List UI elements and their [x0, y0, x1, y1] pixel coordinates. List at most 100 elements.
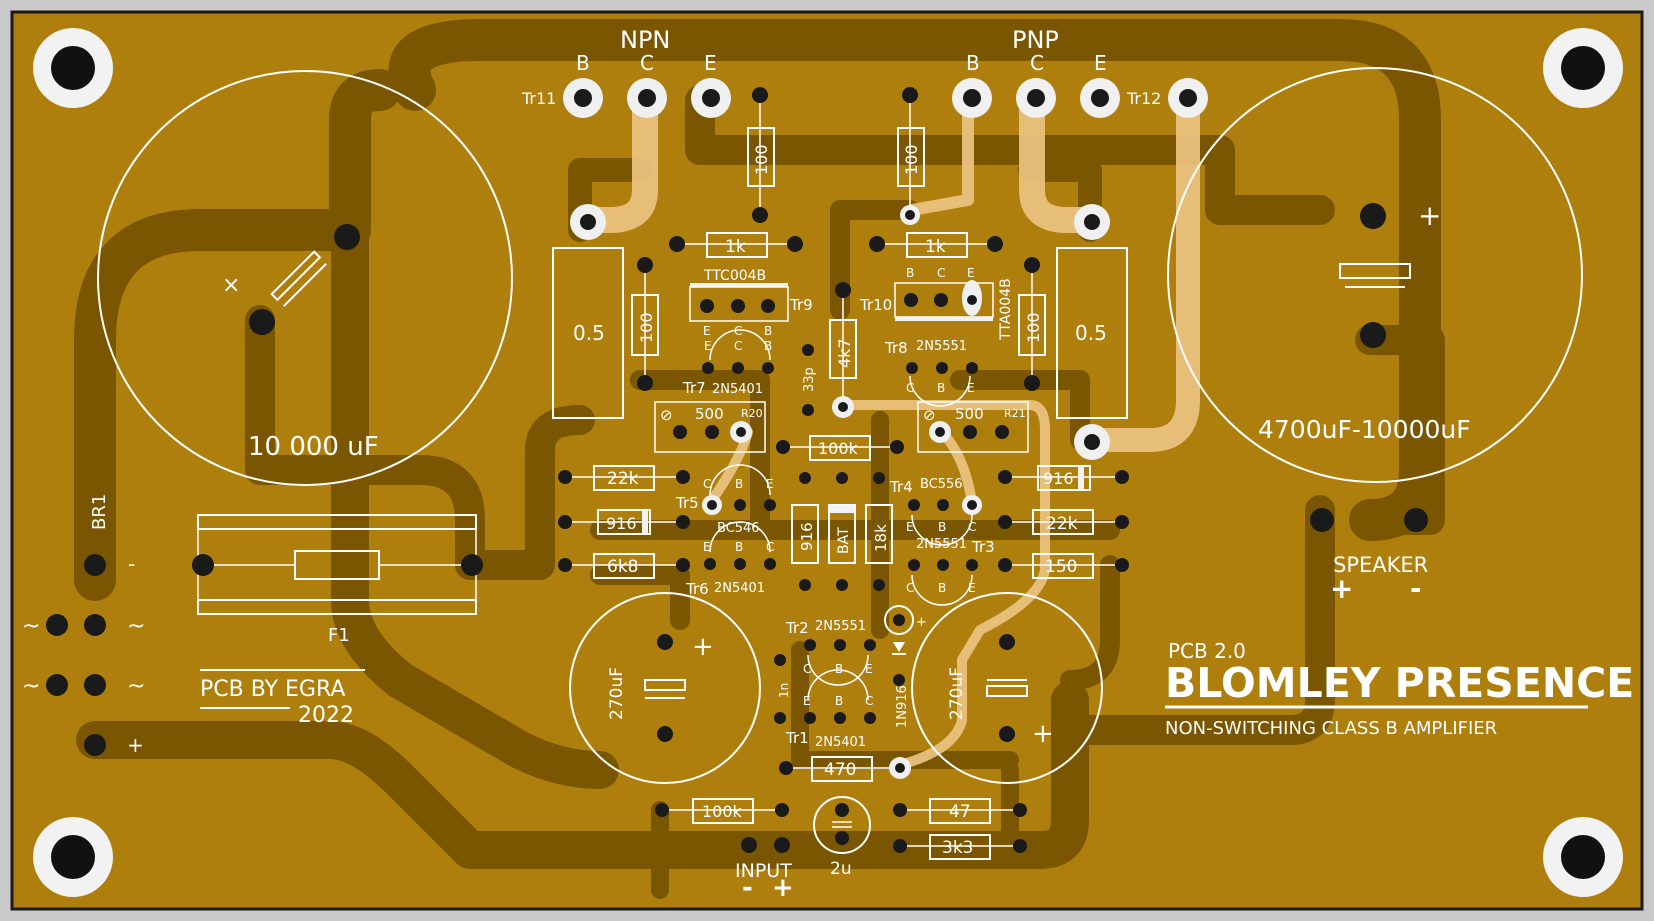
svg-text:270uF: 270uF [607, 667, 627, 720]
svg-text:+: + [772, 873, 794, 903]
svg-text:B: B [835, 662, 843, 676]
resistor-100-mid-left: 100 [631, 257, 659, 391]
svg-text:1n: 1n [777, 683, 791, 698]
svg-text:2u: 2u [830, 859, 852, 879]
npn-output-pads: NPN B C E Tr11 [521, 26, 731, 118]
resistor-22k-left: 22k [558, 465, 690, 491]
main-cap-left-label: 10 000 uF [248, 432, 379, 462]
svg-text:-: - [742, 873, 753, 903]
svg-text:R21: R21 [1004, 407, 1026, 420]
svg-text:B: B [938, 581, 946, 595]
br1-label: BR1 [89, 494, 110, 530]
svg-text:TTA004B: TTA004B [998, 278, 1014, 341]
svg-text:470: 470 [824, 760, 856, 780]
svg-text:E: E [803, 694, 811, 708]
resistor-100k-center: 100k [776, 435, 904, 461]
svg-text:E: E [704, 339, 712, 353]
svg-text:R20: R20 [741, 407, 763, 420]
svg-text:BC546: BC546 [717, 521, 760, 536]
svg-text:0.5: 0.5 [1075, 321, 1107, 345]
trimmer-r21: ⊘ 500 R21 [917, 401, 1029, 453]
svg-text:-: - [1410, 572, 1422, 605]
svg-text:B: B [938, 520, 946, 534]
emitter-resistor-right: 0.5 [1056, 204, 1128, 460]
svg-text:100k: 100k [818, 439, 859, 458]
svg-text:C: C [937, 266, 945, 280]
trimmer-r20: ⊘ 500 R20 [654, 401, 766, 453]
svg-text:Tr12: Tr12 [1126, 89, 1161, 108]
svg-text:×: × [222, 273, 240, 298]
capacitor-270uf-right: + 270uF [911, 592, 1103, 784]
board-version: PCB 2.0 [1168, 639, 1246, 663]
svg-text:B: B [906, 266, 914, 280]
svg-text:~: ~ [22, 674, 40, 699]
speaker-label: SPEAKER [1333, 553, 1428, 577]
capacitor-1n: 1n [774, 654, 791, 724]
credit-line2: 2022 [298, 703, 354, 728]
resistor-100k-input: 100k [655, 798, 789, 824]
svg-text:B: B [576, 51, 590, 75]
resistor-100-top-left: 100 [747, 87, 775, 223]
svg-text:C: C [766, 540, 774, 554]
svg-text:1N916: 1N916 [895, 685, 910, 728]
pnp-header: PNP [1012, 26, 1059, 54]
svg-text:C: C [968, 520, 976, 534]
svg-text:E: E [1094, 51, 1107, 75]
mounting-hole-tr [1543, 28, 1623, 108]
svg-text:Tr9: Tr9 [789, 296, 813, 314]
svg-text:B: B [937, 381, 945, 395]
mounting-hole-bl [33, 817, 113, 897]
svg-text:100k: 100k [702, 802, 743, 821]
svg-text:C: C [1030, 51, 1044, 75]
transistor-tr5: Tr5 C B E BC546 [675, 464, 776, 536]
svg-text:Tr4: Tr4 [889, 478, 913, 496]
resistor-916-right: 916 [998, 465, 1129, 491]
svg-text:916: 916 [798, 522, 816, 551]
resistor-100-top-right: 100 [897, 87, 925, 225]
diode-1n916: + 1N916 [884, 605, 927, 728]
svg-text:270uF: 270uF [947, 667, 967, 720]
resistor-1k-right: 1k [869, 232, 1003, 258]
svg-text:~: ~ [22, 614, 40, 639]
svg-text:100: 100 [752, 144, 771, 175]
transistor-tr4: Tr4 BC556 E B C [889, 477, 982, 546]
pnp-output-pads: PNP B C E Tr12 [952, 26, 1208, 118]
svg-text:0.5: 0.5 [573, 321, 605, 345]
svg-text:Tr10: Tr10 [859, 296, 892, 314]
svg-text:E: E [906, 520, 914, 534]
svg-text:22k: 22k [1046, 514, 1078, 534]
svg-text:C: C [734, 339, 742, 353]
svg-text:+: + [1330, 572, 1353, 605]
svg-text:C: C [865, 694, 873, 708]
svg-text:~: ~ [127, 614, 145, 639]
svg-text:500: 500 [695, 405, 724, 423]
credit-block: PCB BY EGRA 2022 [200, 669, 365, 728]
svg-text:E: E [865, 662, 873, 676]
credit-line1: PCB BY EGRA [200, 677, 345, 702]
resistor-47: 47 [893, 798, 1027, 824]
svg-text:+: + [127, 733, 144, 757]
svg-text:Tr8: Tr8 [884, 339, 908, 357]
svg-text:B: B [735, 540, 743, 554]
capacitor-270uf-left: + 270uF [569, 592, 761, 784]
input-label: INPUT [735, 860, 792, 882]
svg-text:22k: 22k [607, 469, 639, 489]
svg-text:2N5551: 2N5551 [815, 619, 866, 634]
svg-text:B: B [735, 477, 743, 491]
main-cap-right-label: 4700uF-10000uF [1258, 415, 1471, 444]
svg-text:B: B [966, 51, 980, 75]
speaker-connector: SPEAKER + - [1310, 508, 1428, 605]
svg-text:916: 916 [606, 514, 637, 533]
resistor-3k3: 3k3 [893, 834, 1027, 860]
main-cap-right: + 4700uF-10000uF [1167, 67, 1583, 483]
transistor-tr8: Tr8 2N5551 C B E [884, 339, 978, 407]
svg-text:2N5401: 2N5401 [714, 581, 765, 596]
transistor-tr1: E B C Tr1 2N5401 [785, 669, 876, 750]
svg-text:E: E [704, 51, 717, 75]
svg-text:500: 500 [955, 405, 984, 423]
svg-text:B: B [764, 339, 772, 353]
fuse-label: F1 [328, 625, 350, 646]
board-title: BLOMLEY PRESENCE [1165, 659, 1634, 707]
svg-text:916: 916 [1043, 469, 1074, 488]
